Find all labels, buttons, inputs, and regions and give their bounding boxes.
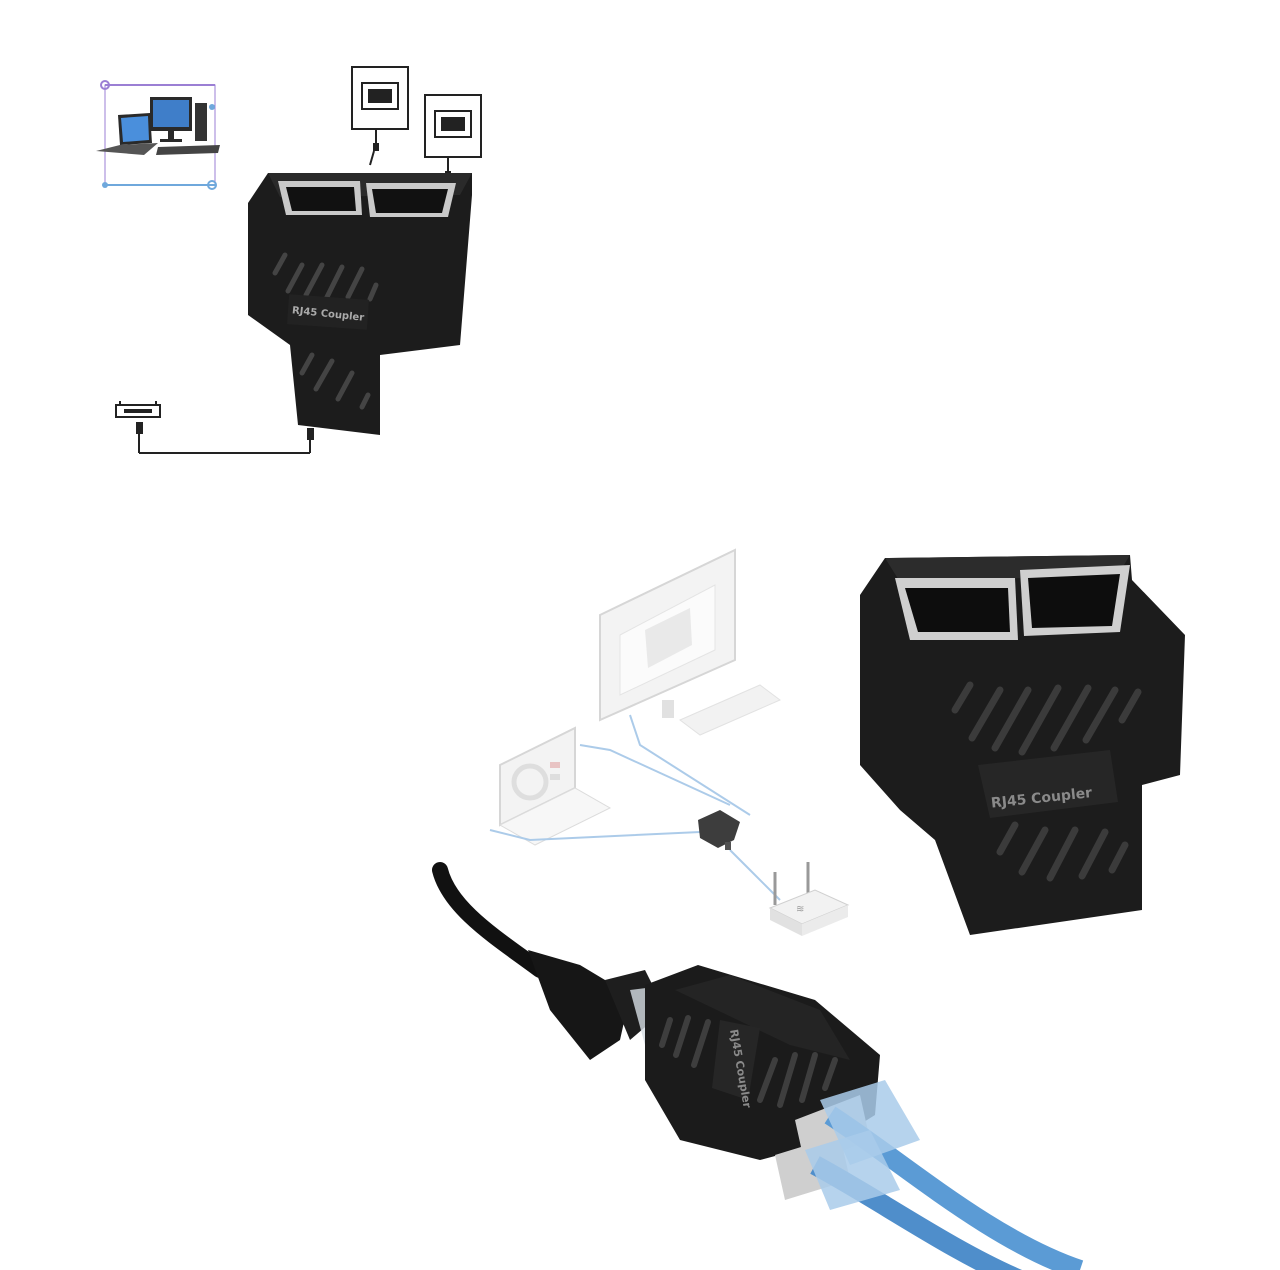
network-diagram: ≋: [489, 548, 850, 936]
desktop-monitor-icon: [599, 548, 781, 736]
mini-coupler-icon: [698, 810, 740, 850]
wall-jack-icon: [351, 66, 409, 166]
wall-jack-icon: [424, 94, 482, 194]
svg-text:≋: ≋: [796, 904, 804, 915]
black-ethernet-cable-image: [432, 862, 680, 1060]
router-icon: [115, 401, 161, 418]
computer-group-icon: [96, 80, 220, 190]
rj45-coupler-large-image: RJ45 Coupler: [860, 555, 1185, 935]
ethernet-cable-line: [136, 422, 314, 454]
blue-ethernet-cable-image: [805, 1080, 1084, 1270]
bottom-product-scene: ≋: [430, 540, 1280, 1270]
wifi-router-icon: ≋: [768, 862, 850, 936]
laptop-icon: [498, 726, 612, 846]
top-usage-diagram: RJ45 Coupler: [80, 55, 520, 475]
rj45-coupler-image: RJ45 Coupler: [248, 173, 472, 435]
